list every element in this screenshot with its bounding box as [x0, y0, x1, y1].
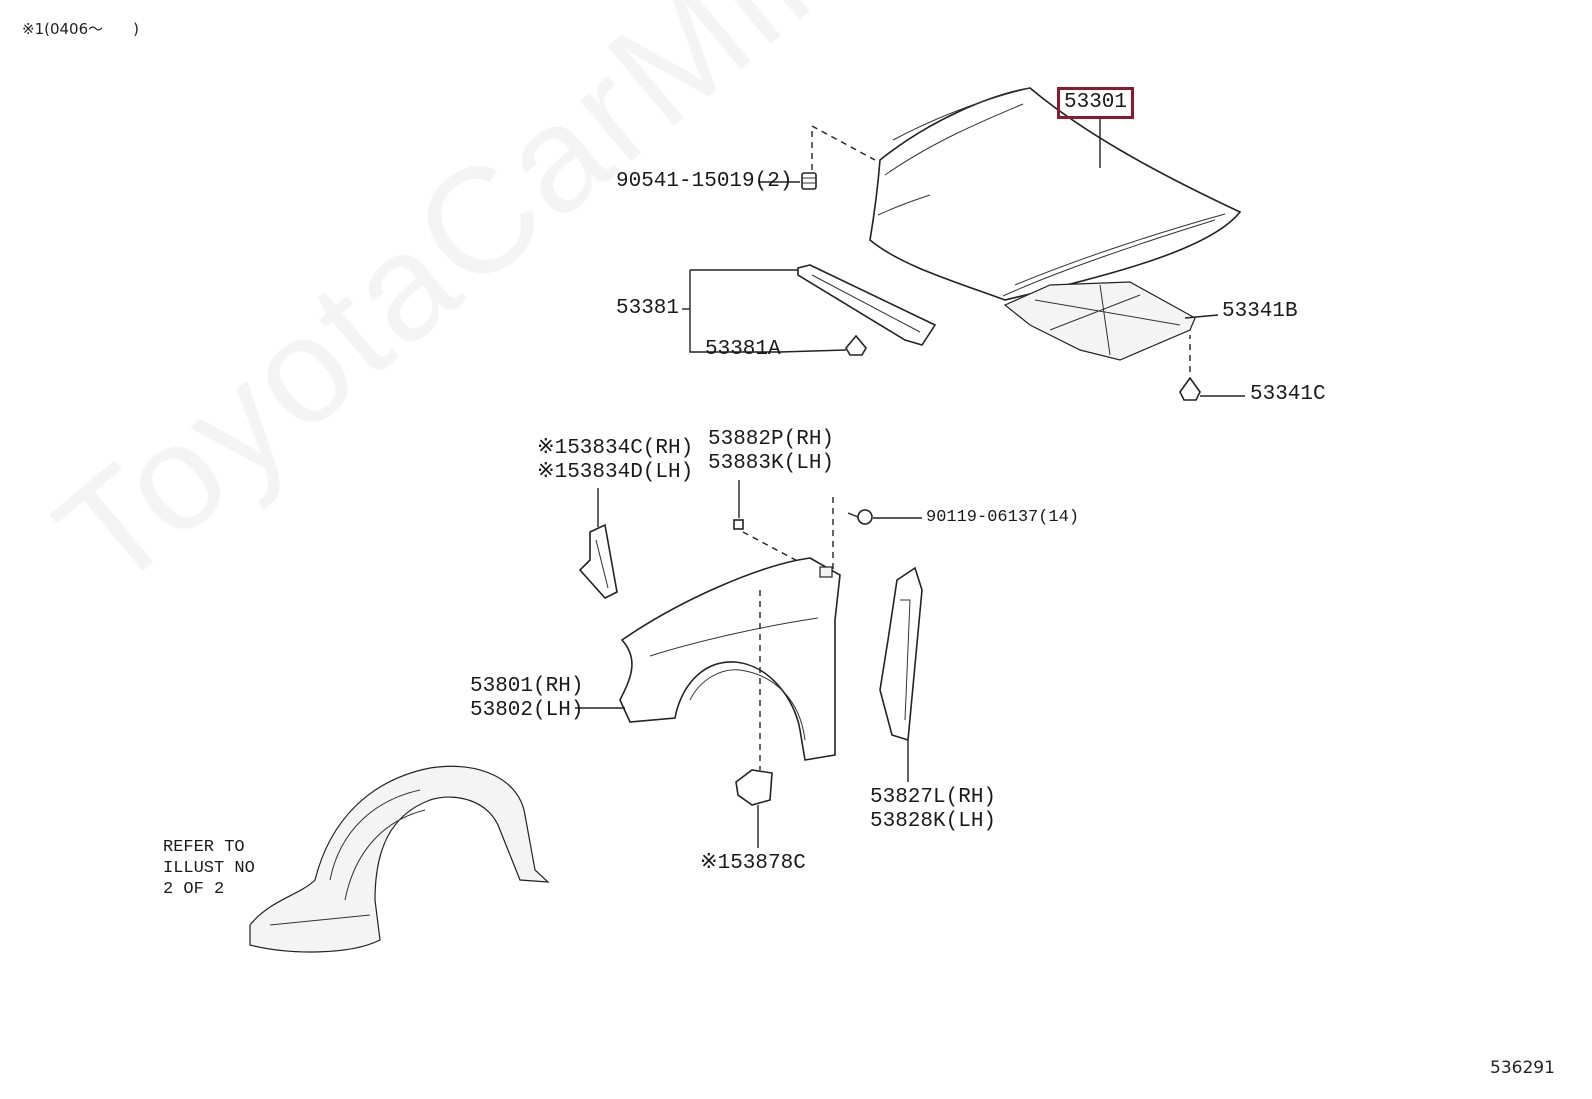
part-label-fender-rh[interactable]: 53801(RH): [470, 675, 584, 698]
fender-liner[interactable]: [249, 765, 550, 953]
refer-note-line2: ILLUST NO: [163, 859, 255, 878]
seal-clip-icon[interactable]: [845, 334, 867, 356]
fender-seal-upper[interactable]: [578, 523, 618, 599]
part-label-hood-insulator[interactable]: 53341B: [1222, 300, 1298, 323]
part-label-protector-a[interactable]: 53827L(RH): [870, 786, 997, 809]
fender-nut-icon[interactable]: [733, 519, 744, 530]
refer-note-line1: REFER TO: [163, 838, 245, 857]
refer-note-line3: 2 OF 2: [163, 880, 225, 899]
part-label-fender-lh[interactable]: 53802(LH): [470, 699, 584, 722]
part-label-hood[interactable]: 53301: [1057, 87, 1135, 119]
part-label-fender-nut-a[interactable]: 53882P(RH): [708, 428, 835, 451]
hood-stopper-icon[interactable]: [801, 172, 817, 190]
part-label-fender-seal-lower[interactable]: ※153878C: [700, 852, 806, 875]
hood-insulator[interactable]: [1003, 281, 1196, 361]
part-label-fender-bolt[interactable]: 90119-06137(14): [926, 508, 1080, 527]
insulator-clip-icon[interactable]: [1179, 376, 1201, 401]
part-label-hood-stopper[interactable]: 90541-15019(2): [616, 170, 793, 193]
part-label-seal-clip[interactable]: 53381A: [705, 338, 781, 361]
header-note: ※1(0406～ ): [22, 20, 139, 38]
fender-bolt-icon[interactable]: [847, 509, 873, 525]
part-label-fender-nut-b[interactable]: 53883K(LH): [708, 452, 835, 475]
part-label-insulator-clip[interactable]: 53341C: [1250, 383, 1326, 406]
diagram-id: 536291: [1490, 1058, 1555, 1078]
part-label-fender-seal-a[interactable]: ※153834C(RH): [537, 437, 694, 460]
fender-seal-lower[interactable]: [735, 769, 773, 806]
hood-seal[interactable]: [797, 264, 937, 346]
front-fender[interactable]: [619, 557, 841, 761]
hood-panel[interactable]: [869, 87, 1242, 301]
part-label-fender-seal-b[interactable]: ※153834D(LH): [537, 461, 694, 484]
fender-protector[interactable]: [879, 566, 923, 742]
part-label-protector-b[interactable]: 53828K(LH): [870, 810, 997, 833]
part-label-seal-main[interactable]: 53381: [616, 297, 680, 320]
